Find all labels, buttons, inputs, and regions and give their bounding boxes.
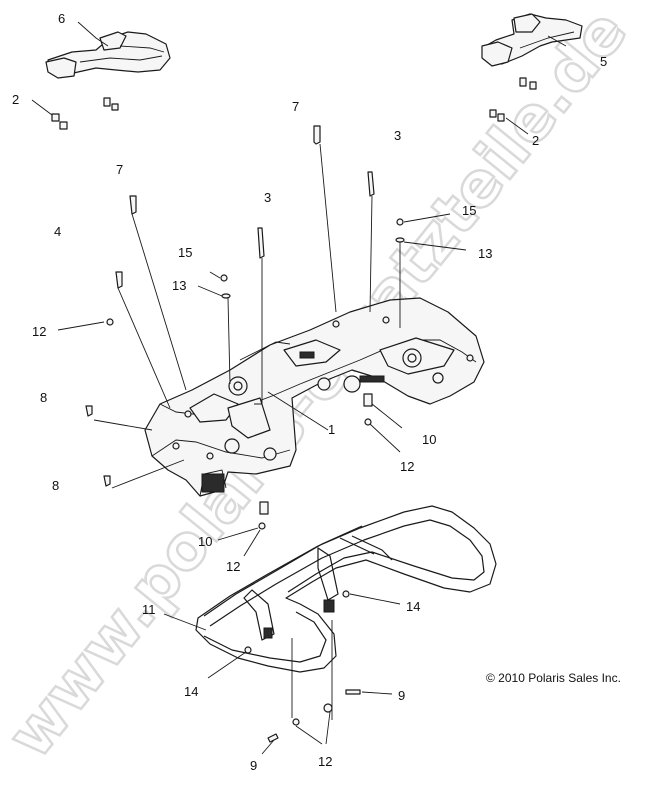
callout-3-right: 3 [394,128,401,143]
callout-2-left: 2 [12,92,19,107]
callout-13-left: 13 [172,278,186,293]
tube-frame-part [195,505,497,673]
callout-9-left: 9 [250,758,257,773]
callout-12-d: 12 [318,754,332,769]
screw-2-left [31,97,119,130]
callout-12-a: 12 [32,324,46,339]
callout-8-upper: 8 [40,390,47,405]
callout-9-right: 9 [398,688,405,703]
callout-5: 5 [600,54,607,69]
callout-13-right: 13 [478,246,492,261]
callout-12-c: 12 [226,559,240,574]
rack-body-part [144,297,485,497]
callout-12-b: 12 [400,459,414,474]
copyright-notice: © 2010 Polaris Sales Inc. [486,671,621,685]
callout-15-right: 15 [462,203,476,218]
callout-6: 6 [58,11,65,26]
callout-labels: 6 5 2 2 7 3 7 3 15 4 13 15 13 12 8 1 10 … [12,11,607,773]
callout-2-right: 2 [532,133,539,148]
callout-1: 1 [328,422,335,437]
callout-8-lower: 8 [52,478,59,493]
callout-15-left: 15 [178,245,192,260]
leader-lines [57,21,567,755]
callout-10-lower: 10 [198,534,212,549]
handle-right-part [481,13,583,67]
callout-7-left: 7 [116,162,123,177]
callout-10-upper: 10 [422,432,436,447]
callout-14-left: 14 [184,684,198,699]
callout-14-right: 14 [406,599,420,614]
screw-2-right [489,77,537,135]
callout-4: 4 [54,224,61,239]
callout-7-right: 7 [292,99,299,114]
callout-11: 11 [142,602,156,617]
handle-left-part [45,31,171,79]
callout-3-left: 3 [264,190,271,205]
